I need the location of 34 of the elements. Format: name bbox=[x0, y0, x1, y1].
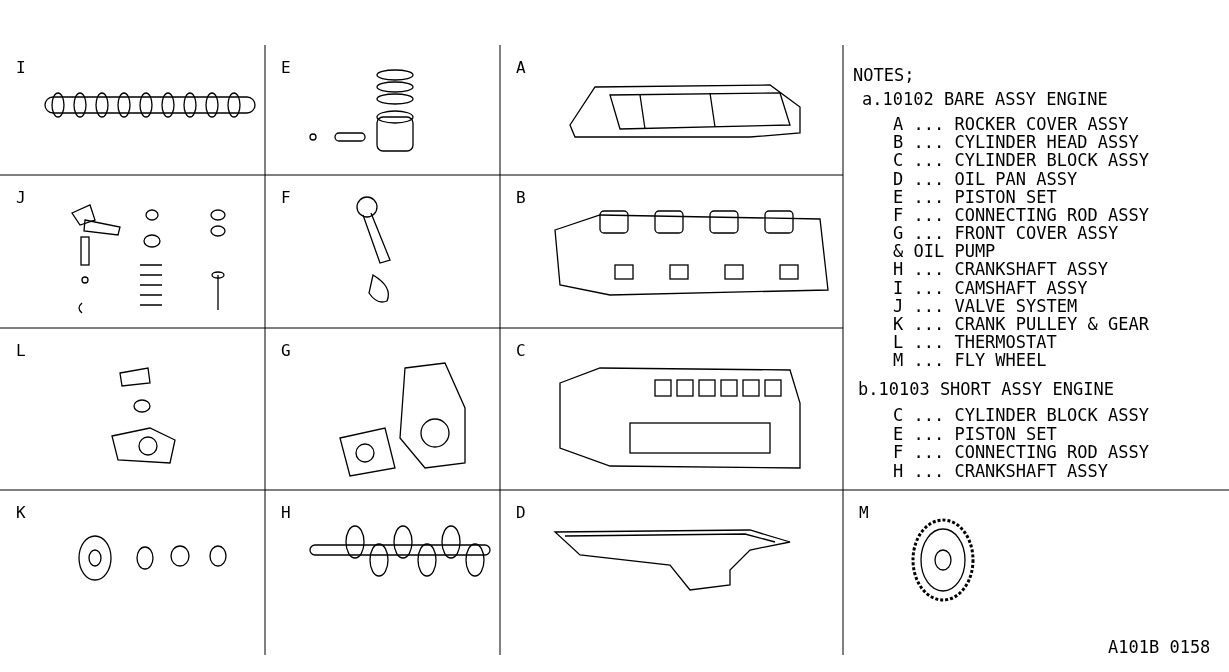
parts-list-item: C ... CYLINDER BLOCK ASSY bbox=[893, 151, 1149, 170]
parts-list-item: G ... FRONT COVER ASSY & OIL PUMP bbox=[893, 224, 1120, 261]
panel-letter: C bbox=[516, 342, 526, 360]
parts-list-item: E ... PISTON SET bbox=[893, 187, 1057, 206]
notes-subheading: b.10103 SHORT ASSY ENGINE bbox=[858, 380, 1114, 398]
parts-list-item: E ... PISTON SET bbox=[893, 424, 1057, 443]
parts-list-item: F ... CONNECTING ROD ASSY bbox=[893, 206, 1149, 224]
parts-list-item: H ... CRANKSHAFT ASSY bbox=[893, 461, 1108, 480]
parts-list-item: K ... CRANK PULLEY & GEAR bbox=[893, 315, 1149, 333]
panel-letter: D bbox=[516, 504, 526, 522]
parts-list-item: A ... ROCKER COVER ASSY bbox=[893, 115, 1129, 133]
panel-letter: B bbox=[516, 189, 526, 207]
panel-letter: G bbox=[281, 342, 291, 360]
parts-list-item: H ... CRANKSHAFT ASSY bbox=[893, 260, 1108, 279]
parts-list-item: D ... OIL PAN ASSY bbox=[893, 169, 1078, 188]
panel-letter: J bbox=[16, 189, 26, 207]
panel-letter: A bbox=[516, 59, 526, 77]
figure-code: A101B 0158 bbox=[1108, 638, 1211, 656]
parts-list-item: C ... CYLINDER BLOCK ASSY bbox=[893, 406, 1149, 424]
panel-letter: M bbox=[859, 504, 869, 522]
parts-list-item: I ... CAMSHAFT ASSY bbox=[893, 278, 1088, 297]
notes-subheading: a.10102 BARE ASSY ENGINE bbox=[862, 90, 1108, 108]
panel-letter: F bbox=[281, 189, 291, 207]
notes-heading: NOTES; bbox=[853, 66, 915, 84]
parts-list-item: J ... VALVE SYSTEM bbox=[893, 296, 1078, 315]
parts-list-item: B ... CYLINDER HEAD ASSY bbox=[893, 133, 1139, 152]
panel-letter: H bbox=[281, 504, 291, 522]
parts-list-item: M ... FLY WHEEL bbox=[893, 351, 1047, 370]
parts-list-item: F ... CONNECTING ROD ASSY bbox=[893, 443, 1149, 461]
parts-list-item: L ... THERMOSTAT bbox=[893, 333, 1057, 352]
panel-letter: E bbox=[281, 59, 291, 77]
panel-letter: L bbox=[16, 342, 26, 360]
panel-letter: K bbox=[16, 504, 26, 522]
panel-letter: I bbox=[16, 59, 26, 77]
